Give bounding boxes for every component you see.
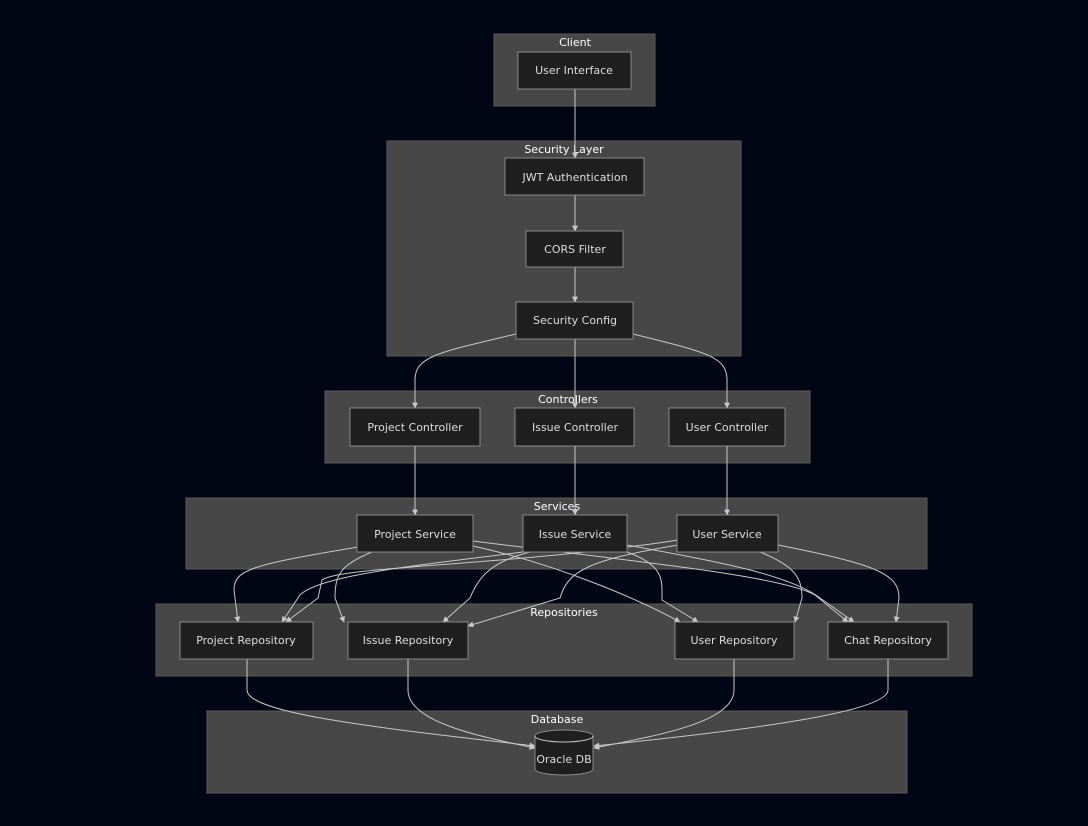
node-issue-controller: Issue Controller [514,407,635,447]
edge-issue-service-to-issue-repo [442,551,531,623]
edge-project-service-to-issue-repo [334,551,373,623]
edge-user-service-to-chat-repo [777,544,900,623]
node-label-project-repository: Project Repository [196,634,296,647]
node-user-service: User Service [676,514,779,553]
node-issue-service: Issue Service [522,514,628,553]
node-label-chat-repository: Chat Repository [844,634,932,647]
node-label-security-config: Security Config [533,314,617,327]
cluster-title-services: Services [534,500,581,513]
node-label-project-service: Project Service [374,528,456,541]
cluster-title-repositories: Repositories [530,606,598,619]
node-label-issue-repository: Issue Repository [363,634,454,647]
node-cors-filter: CORS Filter [525,230,624,268]
database-cylinder-rim [534,735,594,743]
edge-issue-service-to-project-repo [281,551,524,623]
node-oracle-db: Oracle DB [534,729,594,776]
edge-project-service-to-project-repo [233,546,359,623]
edge-issue-repo-to-db [407,659,536,750]
node-label-jwt-authentication: JWT Authentication [521,171,627,184]
cluster-title-security: Security Layer [524,143,604,156]
node-chat-repository: Chat Repository [827,621,949,660]
edge-issue-service-to-chat-repo [626,544,855,623]
node-user-interface: User Interface [517,51,632,90]
node-label-issue-service: Issue Service [539,528,612,541]
edges [233,89,900,750]
edge-user-service-to-user-repo [759,551,803,623]
node-issue-repository: Issue Repository [347,621,469,660]
node-label-user-interface: User Interface [535,64,613,77]
node-label-oracle-db: Oracle DB [536,753,591,766]
edge-project-repo-to-db [246,659,536,749]
node-security-config: Security Config [515,301,634,340]
cluster-title-database: Database [531,713,584,726]
node-user-repository: User Repository [674,621,795,660]
node-label-cors-filter: CORS Filter [544,243,606,256]
cluster-title-controllers: Controllers [538,393,598,406]
edge-project-service-to-user-repo [472,545,681,623]
edge-issue-service-to-user-repo [626,551,699,623]
node-label-project-controller: Project Controller [367,421,463,434]
edge-chat-repo-to-db [593,659,889,749]
edge-config-to-user-controller [632,333,730,409]
node-user-controller: User Controller [668,407,786,447]
node-label-issue-controller: Issue Controller [532,421,619,434]
node-label-user-service: User Service [692,528,761,541]
node-label-user-repository: User Repository [690,634,778,647]
node-project-controller: Project Controller [349,407,481,447]
cluster-title-client: Client [559,36,592,49]
node-project-repository: Project Repository [179,621,314,660]
edge-config-to-project-controller [412,333,517,409]
node-project-service: Project Service [356,514,474,553]
node-jwt-authentication: JWT Authentication [504,157,645,196]
edge-user-service-to-issue-repo [467,544,679,628]
node-label-user-controller: User Controller [686,421,769,434]
